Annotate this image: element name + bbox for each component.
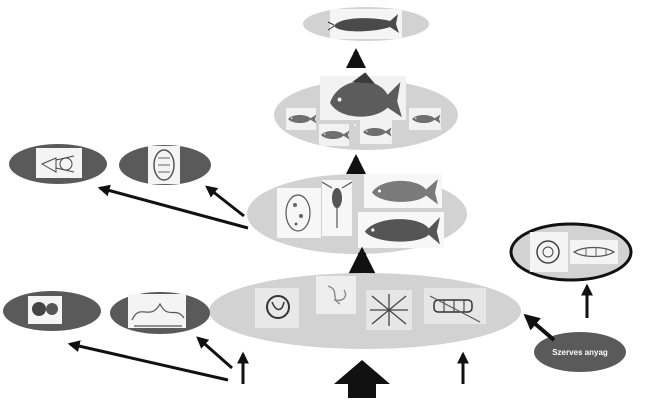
right-decomposer-group xyxy=(509,222,633,282)
level-zooplankton-fish xyxy=(247,174,467,254)
level-primary-producers xyxy=(209,273,521,349)
worm-icon xyxy=(131,302,185,327)
arrow-level3-to-left-inner xyxy=(205,185,245,218)
carp-icon xyxy=(330,72,402,118)
catfish-icon xyxy=(327,14,399,33)
zooplankton-icon xyxy=(285,194,311,232)
arrow-level3-to-left-outer xyxy=(97,184,249,230)
copepod-icon xyxy=(321,181,353,228)
left-lower-group xyxy=(3,291,210,334)
organic-matter-node: Szerves anyag xyxy=(534,332,626,372)
aquatic-insect-larva-icon xyxy=(572,246,616,258)
phytoplankton-icon xyxy=(266,295,290,319)
left-upper-group xyxy=(9,144,211,185)
bacteria-icon xyxy=(327,285,347,305)
big-arrow-input-center xyxy=(334,360,390,398)
arrow-base-to-left-inner xyxy=(196,336,233,370)
roach-fish-icon xyxy=(372,179,438,205)
filament-alga-icon xyxy=(429,295,481,323)
roach-fish-icon xyxy=(364,217,440,245)
arrow-base-to-left-outer xyxy=(67,340,229,382)
arrow-organic-to-base xyxy=(523,313,556,342)
aquatic-insect-larva-icon xyxy=(153,149,175,181)
star-diatom-icon xyxy=(370,294,408,326)
level-fish-predators xyxy=(274,72,458,150)
level-top-predator xyxy=(303,7,429,41)
diatom-colony-icon xyxy=(32,302,58,316)
snail-icon xyxy=(40,155,75,173)
snail-icon xyxy=(536,240,560,264)
organic-matter-label: Szerves anyag xyxy=(552,348,608,357)
